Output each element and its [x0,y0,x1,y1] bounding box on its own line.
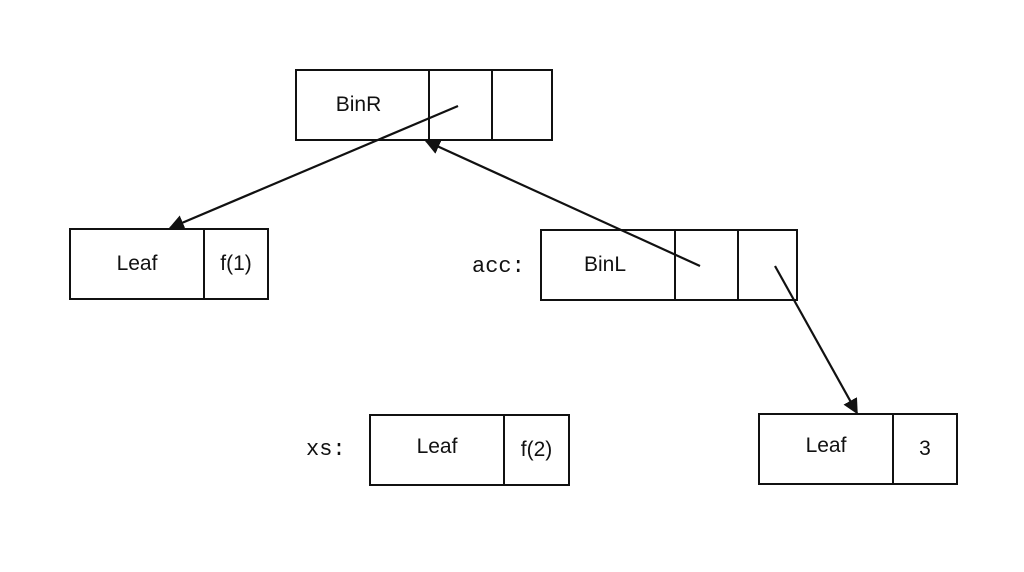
leaf-3-value-cell: 3 [892,415,956,483]
leaf-f1-tag-label: Leaf [116,252,158,275]
leaf-f1-value-cell: f(1) [203,230,267,298]
xs-label: xs: [306,437,346,462]
leaf-f1-value: f(1) [220,252,252,275]
leaf-f2-tag-label: Leaf [416,435,458,458]
binr-left-pointer-cell [428,71,491,139]
binl-node: BinL [540,229,798,301]
leaf-3-tag-cell: Leaf [760,415,892,483]
leaf-f1-node: Leaf f(1) [69,228,269,300]
binr-tag-cell: BinR [297,71,428,139]
leaf-3-tag-label: Leaf [805,434,847,457]
leaf-f2-tag-cell: Leaf [371,416,503,484]
leaf-3-node: Leaf 3 [758,413,958,485]
binr-node: BinR [295,69,553,141]
binr-right-pointer-cell [491,71,551,139]
acc-label: acc: [472,254,525,279]
binr-tag-label: BinR [335,93,382,116]
binl-left-pointer-cell [674,231,737,299]
leaf-f1-tag-cell: Leaf [71,230,203,298]
leaf-f2-value: f(2) [520,438,553,461]
binl-tag-label: BinL [583,253,627,276]
binl-tag-cell: BinL [542,231,674,299]
binl-right-pointer-cell [737,231,796,299]
leaf-3-value: 3 [919,437,931,460]
leaf-f2-node: Leaf f(2) [369,414,570,486]
leaf-f2-value-cell: f(2) [503,416,568,484]
